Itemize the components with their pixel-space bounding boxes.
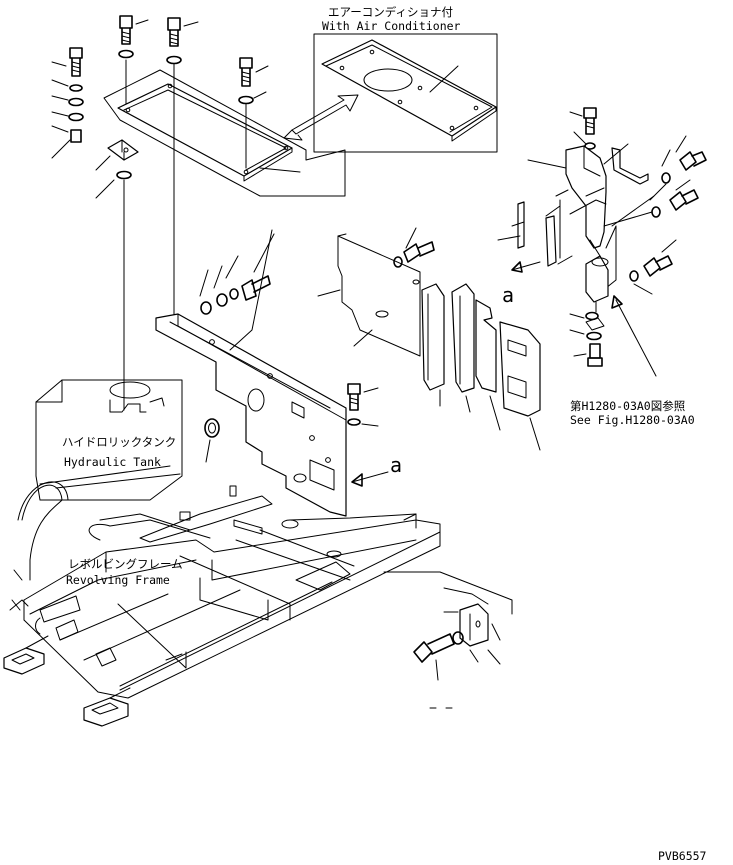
upper-right-bracket-assembly: 第H1280-03A0図参照 See Fig.H1280-03A0 — [497, 107, 695, 427]
bolt-icon — [69, 47, 83, 77]
revolving-frame-label-jp: レボルビングフレーム — [68, 557, 183, 571]
hydraulic-tank-label-jp: ハイドロリックタンク — [62, 435, 176, 449]
bolt-icon — [587, 343, 603, 367]
top-cover-plate — [103, 69, 346, 197]
bolt-icon — [413, 633, 455, 663]
view-a-lower-label: a — [390, 453, 402, 477]
top-bolts — [118, 15, 269, 323]
bolt-icon — [403, 241, 435, 263]
washer-icon — [116, 170, 132, 180]
bolt-icon — [167, 17, 181, 47]
washer-icon — [69, 84, 83, 92]
washer-icon — [586, 331, 602, 341]
washer-icon — [651, 206, 661, 218]
washer-icon — [166, 55, 182, 65]
washer-icon — [216, 293, 228, 307]
bolt-icon — [583, 107, 597, 135]
washer-icon — [347, 418, 361, 426]
air-conditioner-cover-plate: エアーコンディショナ付 With Air Conditioner — [313, 5, 498, 153]
bolt-icon — [669, 189, 699, 211]
air-conditioner-label-jp: エアーコンディショナ付 — [328, 5, 453, 19]
lower-right-bracket — [383, 571, 513, 709]
revolving-frame: レボルビングフレーム Revolving Frame — [3, 481, 441, 727]
center-fasteners — [199, 233, 379, 463]
figure-code: PVB6557 — [658, 849, 707, 863]
spacer-icon — [70, 129, 82, 143]
washer-icon — [68, 97, 84, 107]
center-cover-plate — [155, 229, 347, 517]
washer-icon — [68, 112, 84, 122]
washer-icon — [584, 142, 596, 150]
see-fig-label-en: See Fig.H1280-03A0 — [570, 413, 695, 427]
bolt-icon — [239, 57, 253, 87]
hydraulic-tank: ハイドロリックタンク Hydraulic Tank — [35, 379, 183, 501]
washer-icon — [661, 172, 671, 184]
interchange-arrow — [283, 94, 359, 141]
hydraulic-tank-label-en: Hydraulic Tank — [64, 455, 161, 469]
bolt-icon — [679, 151, 707, 171]
bolt-icon — [241, 275, 271, 301]
washer-icon — [393, 256, 403, 268]
view-a-upper-label: a — [502, 283, 514, 307]
bolt-icon — [643, 255, 673, 277]
bolt-icon — [119, 15, 133, 45]
washer-icon — [452, 631, 464, 645]
revolving-frame-label-en: Revolving Frame — [66, 573, 170, 587]
bolt-icon — [347, 383, 361, 411]
view-arrow-a-lower: a — [351, 453, 402, 487]
gasket-ring-icon — [204, 418, 220, 438]
washer-icon — [229, 288, 239, 300]
washer-icon — [118, 49, 134, 59]
washer-icon — [200, 301, 212, 315]
side-panel-assembly: a — [317, 227, 541, 451]
right-bolt-cluster — [603, 135, 707, 295]
left-bolt-stack — [51, 47, 139, 411]
air-conditioner-label-en: With Air Conditioner — [322, 19, 461, 33]
washer-icon — [238, 95, 254, 105]
washer-icon — [629, 270, 639, 282]
see-fig-label-jp: 第H1280-03A0図参照 — [570, 399, 685, 413]
